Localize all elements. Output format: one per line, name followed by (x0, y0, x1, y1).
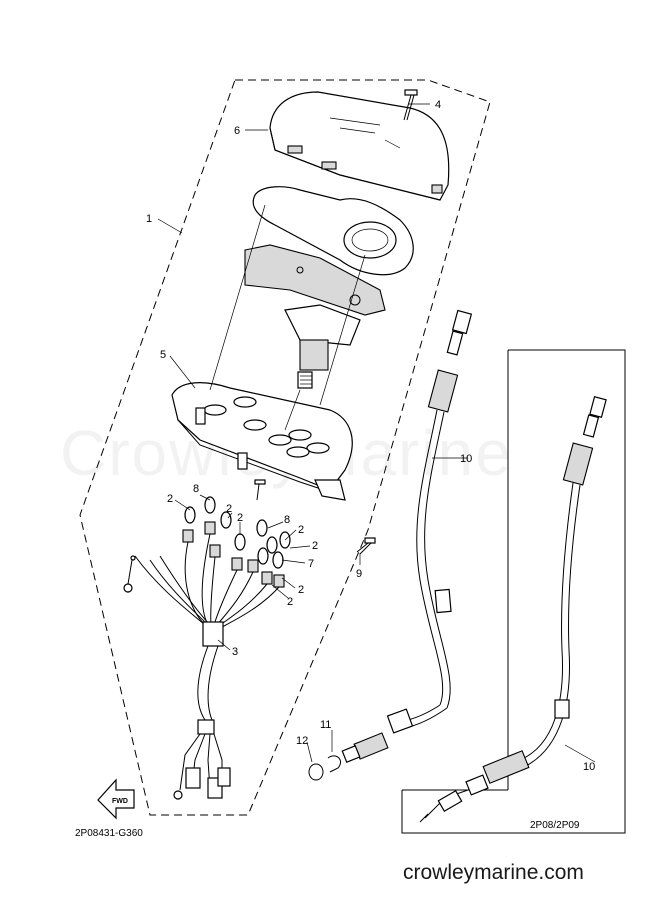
speedometer-cable (341, 309, 473, 763)
callout-10a: 10 (460, 453, 472, 465)
screw-9 (356, 537, 376, 555)
meter-case (171, 382, 353, 501)
inset-speedometer-cable (419, 396, 607, 823)
callout-8a: 8 (193, 483, 199, 495)
fwd-label: FWD (112, 798, 128, 805)
callout-11: 11 (320, 719, 331, 731)
callout-6: 6 (234, 125, 240, 137)
wire-harness (134, 533, 280, 800)
site-url: crowleymarine.com (403, 861, 584, 884)
model-code: 2P08/2P09 (530, 820, 580, 831)
callout-2e: 2 (312, 540, 318, 552)
callout-2g: 2 (287, 596, 293, 608)
callout-1: 1 (146, 213, 152, 225)
callout-12: 12 (296, 735, 308, 747)
leader-lines (157, 103, 596, 763)
gasket (252, 186, 414, 276)
dial-plate (244, 244, 386, 316)
callout-10b: 10 (583, 761, 595, 773)
guide-line (319, 254, 366, 406)
callout-2b: 2 (226, 503, 232, 515)
guide-line (284, 389, 301, 431)
inset-box (401, 349, 626, 834)
callout-2d: 2 (298, 524, 304, 536)
callout-5: 5 (160, 349, 166, 361)
callout-7: 7 (308, 558, 314, 570)
callout-4: 4 (435, 99, 441, 111)
assembly-boundary (79, 79, 491, 816)
screw-left (123, 555, 136, 593)
clip (327, 755, 342, 773)
guide-line (209, 204, 266, 391)
screw-top (403, 89, 418, 121)
circlip (308, 763, 324, 781)
meter-cover (269, 91, 450, 201)
drawing-code: 2P08431-G360 (75, 828, 143, 839)
bulbs-and-sockets (182, 496, 291, 588)
callout-2c: 2 (237, 512, 243, 524)
callouts: 1 4 6 5 2 8 2 2 8 2 2 7 2 2 3 9 10 11 12… (146, 99, 595, 773)
callout-8b: 8 (284, 514, 290, 526)
callout-3: 3 (232, 646, 238, 658)
callout-2f: 2 (298, 584, 304, 596)
speedometer-movement (284, 304, 361, 389)
callout-2a: 2 (167, 493, 173, 505)
screw-case (254, 479, 266, 501)
fwd-arrow-icon: FWD (97, 778, 135, 820)
callout-9: 9 (356, 568, 362, 580)
